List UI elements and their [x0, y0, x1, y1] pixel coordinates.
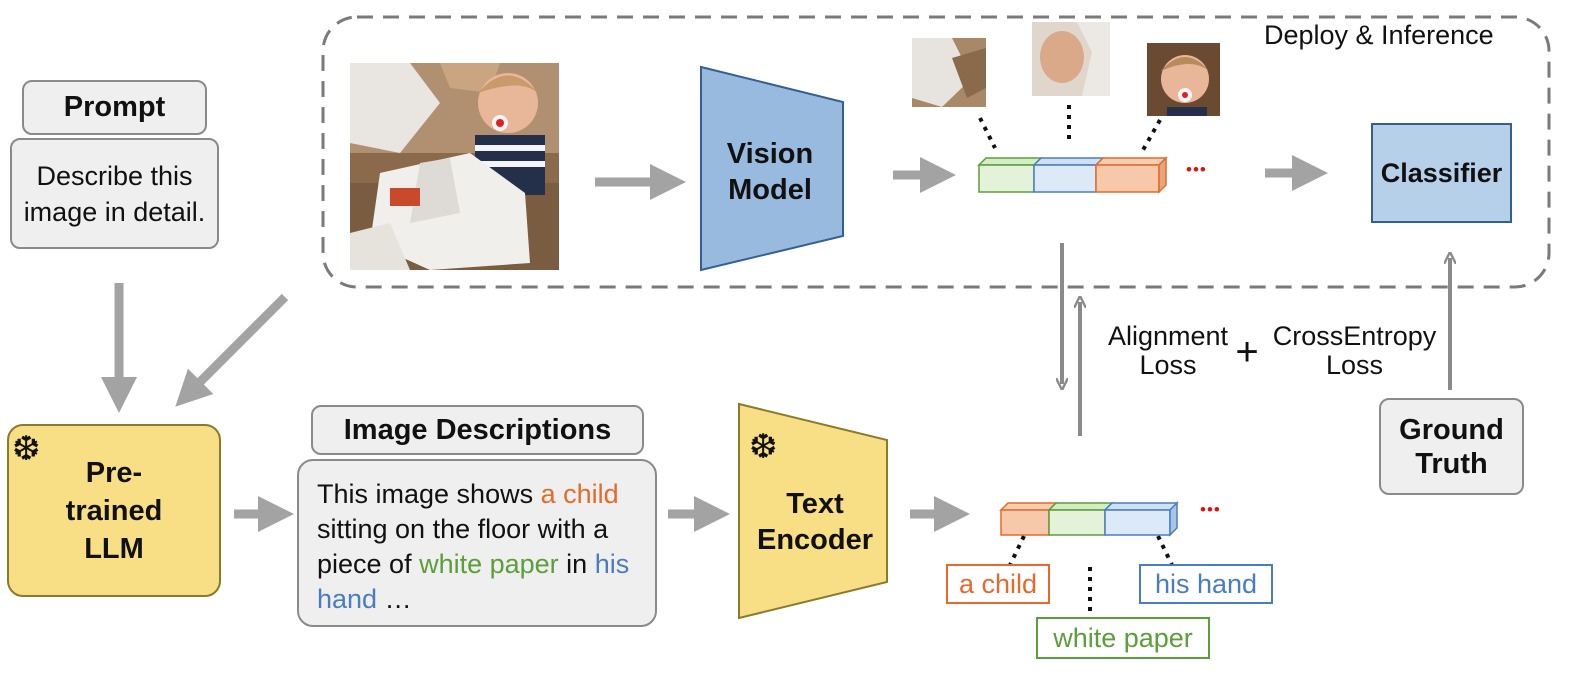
desc-part-6: … [377, 584, 412, 614]
dots-tag-a-child [1008, 535, 1026, 566]
image-feature-vector [977, 156, 1168, 194]
image-patch-1 [912, 38, 986, 107]
text-encoder-label: Text Encoder [756, 488, 874, 556]
crossentropy-loss-label: CrossEntropy Loss [1272, 321, 1437, 380]
desc-part-white-paper: white paper [419, 549, 559, 579]
classifier-box: Classifier [1371, 123, 1512, 223]
llm-snowflake-icon: ❆ [12, 430, 41, 468]
descriptions-text: This image shows a child sitting on the … [297, 459, 657, 627]
image-patch-2 [1032, 22, 1110, 96]
tag-his-hand: his hand [1139, 564, 1273, 604]
tag-a-child: a child [946, 564, 1050, 604]
desc-part-0: This image shows [317, 479, 541, 509]
pretrained-llm-label: Pre-trained LLM [65, 456, 163, 565]
text-feature-vector [999, 501, 1179, 537]
dots-patch-3 [1141, 119, 1162, 151]
input-image [350, 63, 559, 270]
encoder-snowflake-icon: ❆ [749, 428, 778, 466]
loss-plus-sign: + [1235, 329, 1259, 374]
desc-part-2: sitting on the floor with a piece of [317, 514, 609, 579]
vision-model-label: Vision Model [726, 138, 814, 206]
deploy-inference-title: Deploy & Inference [1264, 20, 1494, 50]
dots-patch-1 [978, 117, 997, 149]
ground-truth-box: Ground Truth [1379, 398, 1524, 495]
pretrained-llm-box: Pre-trained LLM [7, 424, 221, 597]
image-patch-3 [1147, 43, 1220, 116]
tag-white-paper: white paper [1036, 617, 1210, 659]
prompt-text: Describe this image in detail. [10, 138, 219, 249]
desc-part-4: in [558, 549, 595, 579]
dots-tag-his-hand [1156, 535, 1174, 566]
descriptions-header: Image Descriptions [311, 405, 644, 455]
alignment-loss-label: Alignment Loss [1107, 321, 1229, 380]
image-features-ellipsis: ••• [1186, 160, 1207, 179]
arrow-image-to-llm [175, 293, 289, 407]
desc-part-his-hand: his hand [317, 549, 630, 614]
desc-part-a-child: a child [540, 479, 619, 509]
text-features-ellipsis: ••• [1200, 500, 1221, 519]
prompt-header: Prompt [22, 80, 207, 135]
